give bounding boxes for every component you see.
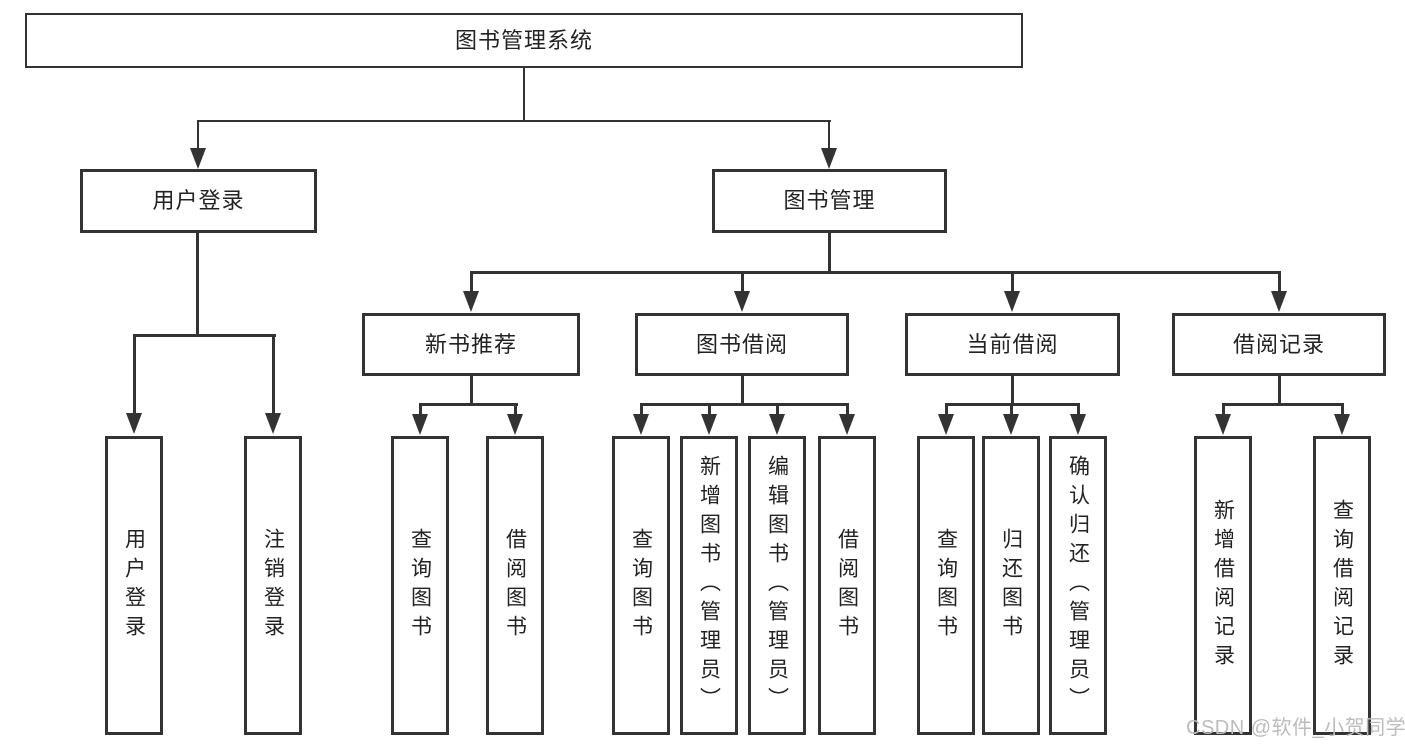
connector-line [514,403,517,421]
arrowhead-down [938,414,954,435]
connector-line [1010,403,1013,421]
connector-line [1278,374,1281,406]
connector-line [272,334,275,416]
arrowhead-down [839,414,855,435]
arrowhead-down [734,291,750,312]
node-borrow-records: 借阅记录 [1172,313,1386,376]
arrowhead-down [1004,291,1020,312]
connector-line [1278,271,1281,295]
arrowhead-down [463,291,479,312]
leaf-add-borrow-record: 新增借阅记录 [1194,436,1252,735]
node-root: 图书管理系统 [25,13,1023,68]
connector-line [197,120,199,156]
connector-line [523,67,525,122]
arrowhead-down [1215,414,1231,435]
leaf-logout: 注销登录 [244,436,302,735]
connector-line [1222,403,1225,421]
leaf-user-login: 用户登录 [105,436,163,735]
arrowhead-down [412,414,428,435]
arrowhead-down [265,413,281,434]
connector-line [419,403,422,421]
node-book-borrow: 图书借阅 [635,313,849,376]
connector-line [133,334,136,416]
node-new-book-recommend: 新书推荐 [362,313,580,376]
leaf-add-book-admin: 新增图书（管理员） [680,436,738,735]
connector-line [828,231,831,274]
leaf-borrow-books-borrow: 借阅图书 [818,436,876,735]
leaf-edit-book-admin: 编辑图书（管理员） [748,436,806,735]
connector-line [1222,403,1343,406]
connector-line [846,403,849,421]
connector-line [470,271,1281,274]
connector-line [741,271,744,295]
watermark-text: CSDN @软件_小贺同学 [1186,717,1405,739]
arrowhead-down [1271,291,1287,312]
connector-line [1077,403,1080,421]
arrowhead-down [1003,414,1019,435]
node-current-borrow: 当前借阅 [905,313,1120,376]
connector-line [470,271,473,295]
arrowhead-down [190,148,206,169]
connector-line [133,334,276,337]
leaf-query-books-current: 查询图书 [917,436,975,735]
connector-line [1341,403,1344,421]
leaf-query-books-recommend: 查询图书 [391,436,449,735]
arrowhead-down [126,413,142,434]
connector-line [640,403,643,421]
node-user-login: 用户登录 [80,169,317,233]
leaf-borrow-books-recommend: 借阅图书 [486,436,544,735]
arrowhead-down [769,414,785,435]
connector-line [470,374,473,406]
connector-line [196,231,199,337]
leaf-query-borrow-record: 查询借阅记录 [1313,436,1371,735]
connector-line [741,374,744,406]
arrowhead-down [507,414,523,435]
connector-line [1011,271,1014,295]
connector-line [708,403,711,421]
connector-line [419,403,518,406]
connector-line [1011,374,1014,406]
node-book-management: 图书管理 [712,169,947,233]
connector-line [640,403,848,406]
arrowhead-down [1070,414,1086,435]
connector-line [776,403,779,421]
arrowhead-down [633,414,649,435]
leaf-confirm-return-admin: 确认归还（管理员） [1049,436,1107,735]
leaf-return-books: 归还图书 [982,436,1040,735]
arrowhead-down [1334,414,1350,435]
connector-line [945,403,948,421]
connector-line [828,120,830,156]
leaf-query-books-borrow: 查询图书 [612,436,670,735]
arrowhead-down [701,414,717,435]
arrowhead-down [821,148,837,169]
connector-line [197,120,831,122]
